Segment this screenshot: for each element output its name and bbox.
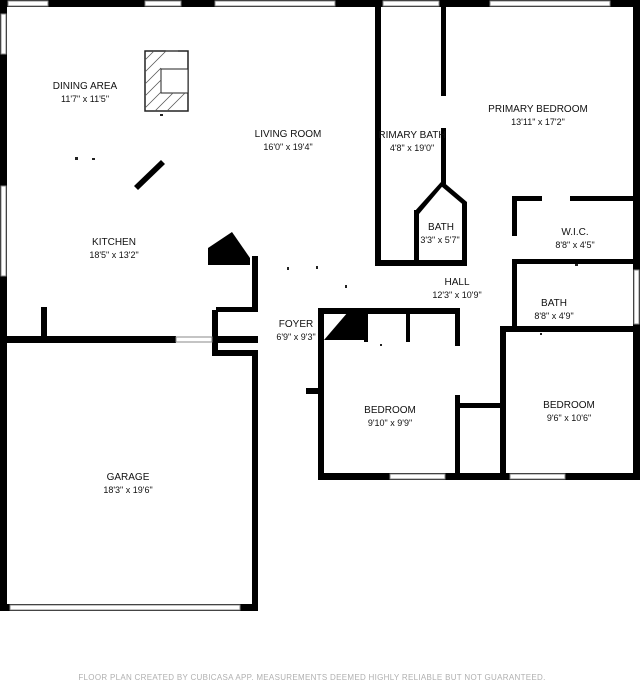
room-dims: 8'8" x 4'9" bbox=[534, 311, 573, 321]
room-bedroom-1: BEDROOM 9'10" x 9'9" bbox=[364, 405, 416, 428]
room-dining: DINING AREA 11'7" x 11'5" bbox=[53, 81, 118, 104]
room-name: HALL bbox=[444, 277, 469, 288]
room-dims: 8'8" x 4'5" bbox=[555, 240, 594, 250]
footer-disclaimer: FLOOR PLAN CREATED BY CUBICASA APP. MEAS… bbox=[78, 673, 545, 681]
room-name: BEDROOM bbox=[543, 400, 595, 411]
room-dims: 18'5" x 13'2" bbox=[89, 250, 138, 260]
room-name: KITCHEN bbox=[92, 237, 136, 248]
room-dims: 16'0" x 19'4" bbox=[263, 142, 312, 152]
room-dims: 9'10" x 9'9" bbox=[368, 418, 412, 428]
room-name: BEDROOM bbox=[364, 405, 416, 416]
room-garage: GARAGE 18'3" x 19'6" bbox=[103, 472, 152, 495]
room-dims: 4'8" x 19'0" bbox=[390, 143, 434, 153]
fireplace-icon bbox=[144, 50, 189, 112]
room-dims: 11'7" x 11'5" bbox=[61, 94, 109, 104]
room-foyer: FOYER 6'9" x 9'3" bbox=[276, 319, 315, 342]
room-wic: W.I.C. 8'8" x 4'5" bbox=[555, 227, 594, 250]
room-name: RIMARY BATH bbox=[378, 130, 445, 141]
room-hall: HALL 12'3" x 10'9" bbox=[432, 277, 481, 300]
room-name: PRIMARY BEDROOM bbox=[488, 104, 588, 115]
room-name: DINING AREA bbox=[53, 81, 118, 92]
room-dims: 18'3" x 19'6" bbox=[103, 485, 152, 495]
room-dims: 9'6" x 10'6" bbox=[547, 413, 591, 423]
room-bath-hall: BATH 8'8" x 4'9" bbox=[534, 298, 573, 321]
room-dims: 13'11" x 17'2" bbox=[511, 117, 565, 127]
room-name: W.I.C. bbox=[561, 227, 588, 238]
room-dims: 3'3" x 5'7" bbox=[420, 235, 459, 245]
room-name: LIVING ROOM bbox=[255, 129, 322, 140]
room-name: FOYER bbox=[279, 319, 313, 330]
room-bath-small: BATH 3'3" x 5'7" bbox=[420, 222, 459, 245]
room-name: GARAGE bbox=[107, 472, 150, 483]
dimension-ticks bbox=[75, 114, 578, 346]
room-name: BATH bbox=[428, 222, 454, 233]
room-primary-bath: RIMARY BATH 4'8" x 19'0" bbox=[378, 130, 445, 153]
room-dims: 12'3" x 10'9" bbox=[432, 290, 481, 300]
room-living: LIVING ROOM 16'0" x 19'4" bbox=[255, 129, 322, 152]
room-dims: 6'9" x 9'3" bbox=[276, 332, 315, 342]
windows bbox=[0, 0, 640, 611]
room-name: BATH bbox=[541, 298, 567, 309]
room-bedroom-2: BEDROOM 9'6" x 10'6" bbox=[543, 400, 595, 423]
room-labels: DINING AREA 11'7" x 11'5" LIVING ROOM 16… bbox=[53, 81, 595, 495]
room-primary-bedroom: PRIMARY BEDROOM 13'11" x 17'2" bbox=[488, 104, 588, 127]
room-kitchen: KITCHEN 18'5" x 13'2" bbox=[89, 237, 138, 260]
